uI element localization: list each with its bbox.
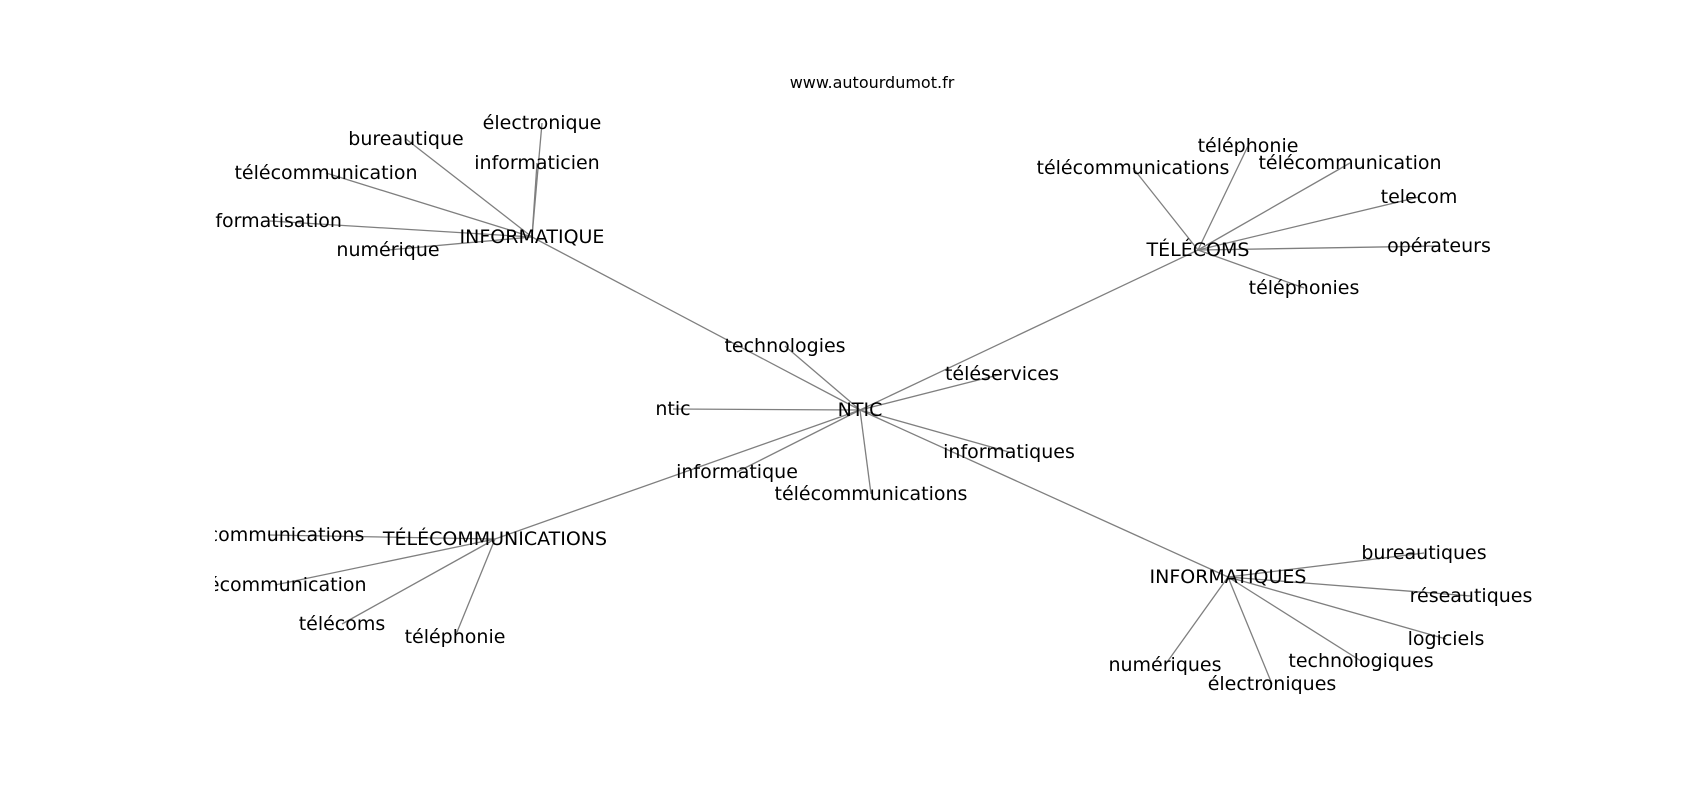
node-label-informatiques: informatiques <box>943 441 1075 463</box>
edge-center-technologies <box>784 345 861 411</box>
graph-labels: NTIC technologies téléservices ntic informat… <box>172 112 1533 695</box>
edge-informatiques-technologiques <box>1227 576 1362 662</box>
node-label-informatiques-bureautiques: bureautiques <box>1361 542 1486 564</box>
node-label-telecoms-telephonies: téléphonies <box>1249 277 1360 299</box>
node-label-informatiques-electroniques: électroniques <box>1208 673 1337 695</box>
edge-telecoms-operateurs <box>1197 245 1440 251</box>
edge-telecommunications-telephonie <box>454 538 496 638</box>
edge-telecommunications-telecommunication <box>274 538 496 586</box>
edge-telecoms-telecommunications <box>1132 167 1199 251</box>
graph-edges <box>267 122 1472 685</box>
node-label-informatique-informatisation: informatisation <box>198 210 342 232</box>
edge-telecommunications-telecommunications <box>267 534 496 540</box>
node-label-informatiques-technologiques: technologiques <box>1288 650 1433 672</box>
edge-informatique-bureautique <box>405 138 533 238</box>
node-label-informatiques-logiciels: logiciels <box>1408 628 1485 650</box>
edge-center-telecoms <box>859 249 1199 411</box>
edge-center-informatique <box>736 409 861 473</box>
edge-informatique-informatisation <box>269 220 533 238</box>
edge-informatique-telecommunication <box>325 172 533 238</box>
node-label-telecommunications-telecommunication: télécommunication <box>183 574 366 596</box>
edge-center-informatiques <box>859 409 1229 578</box>
edge-center-teleservices <box>859 373 1003 411</box>
node-label-informatique: informatique <box>676 461 798 483</box>
hub-node-label-telecoms: TÉLÉCOMS <box>1146 238 1250 261</box>
edge-informatiques-electroniques <box>1227 576 1273 685</box>
node-label-informatique-numerique: numérique <box>336 239 439 261</box>
node-label-telecommunications-telecommunications: télécommunications <box>172 524 365 546</box>
edge-informatiques-reseautiques <box>1227 576 1472 597</box>
edge-informatiques-logiciels <box>1227 576 1447 640</box>
edge-informatique-informaticien <box>531 162 538 238</box>
edge-center-telecommunications <box>859 409 872 495</box>
edge-telecoms-telecom <box>1197 196 1420 251</box>
node-label-informatique-bureautique: bureautique <box>348 128 463 150</box>
node-label-teleservices: téléservices <box>945 363 1059 385</box>
edge-informatiques-bureautiques <box>1227 552 1425 578</box>
node-label-telecoms-telecommunication: télécommunication <box>1258 152 1441 174</box>
node-label-technologies: technologies <box>724 335 845 357</box>
node-label-informatique-electronique: électronique <box>483 112 602 134</box>
node-label-informatiques-numeriques: numériques <box>1108 654 1221 676</box>
node-label-telecommunications: télécommunications <box>775 483 968 505</box>
edge-telecoms-telephonie <box>1197 145 1249 251</box>
hub-node-label-telecommunications: TÉLÉCOMMUNICATIONS <box>382 527 607 550</box>
edge-telecoms-telecommunication <box>1197 162 1351 251</box>
node-label-informatique-informaticien: informaticien <box>474 152 599 174</box>
source-site-label: www.autourdumot.fr <box>790 73 955 92</box>
hub-node-label-informatiques: INFORMATIQUES <box>1150 566 1307 588</box>
node-label-telecommunications-telephonie: téléphonie <box>405 626 506 648</box>
node-label-telecoms-telecommunications: télécommunications <box>1037 157 1230 179</box>
edge-center-telecommunications <box>494 409 861 540</box>
center-node-label: NTIC <box>838 399 883 421</box>
node-label-telecoms-telecom: telecom <box>1381 186 1458 208</box>
edge-telecoms-telephonies <box>1197 249 1305 289</box>
edge-center-informatiques <box>859 409 1010 453</box>
edge-telecommunications-telecoms <box>341 538 496 625</box>
edge-informatique-numerique <box>387 236 533 251</box>
node-label-telecommunications-telecoms: télécoms <box>299 613 386 635</box>
edge-center-ntic <box>672 408 861 411</box>
node-label-informatiques-reseautiques: réseautiques <box>1410 585 1533 607</box>
node-label-informatique-telecommunication: télécommunication <box>234 162 417 184</box>
edge-center-informatique <box>531 236 861 411</box>
hub-node-label-informatique: INFORMATIQUE <box>460 226 605 248</box>
edge-informatiques-numeriques <box>1164 576 1229 666</box>
node-label-telecoms-operateurs: opérateurs <box>1387 235 1491 257</box>
node-label-ntic: ntic <box>655 398 690 420</box>
node-label-telecoms-telephonie: téléphonie <box>1198 135 1299 157</box>
